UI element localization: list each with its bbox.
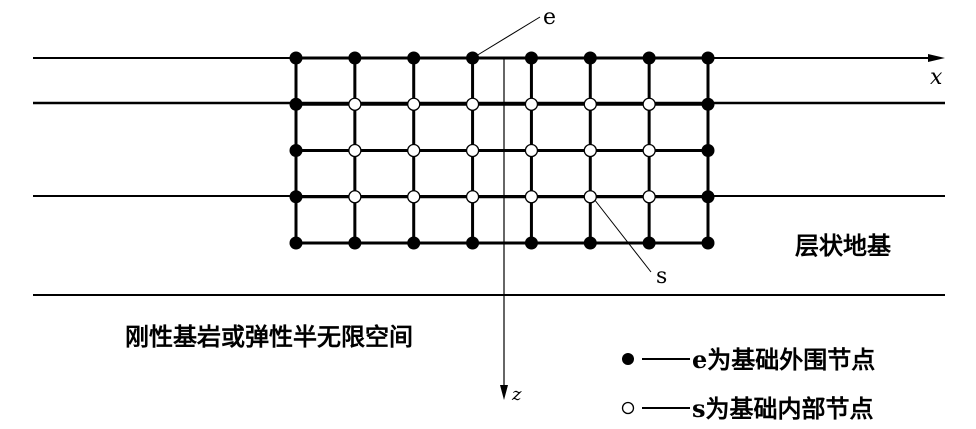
inner-node bbox=[348, 143, 362, 158]
edge-node bbox=[407, 236, 421, 250]
z-axis-arrow bbox=[500, 385, 508, 400]
legend-open-circle-icon bbox=[621, 401, 635, 415]
edge-node bbox=[466, 236, 480, 250]
e-leader-line bbox=[475, 16, 541, 57]
legend: e为基础外围节点 s为基础内部节点 bbox=[621, 345, 875, 423]
edge-node bbox=[583, 51, 597, 65]
inner-node-label: s bbox=[656, 264, 667, 289]
inner-node bbox=[524, 190, 539, 204]
inner-node bbox=[642, 97, 656, 111]
edge-node bbox=[701, 97, 715, 111]
edge-node bbox=[289, 236, 303, 250]
edge-node bbox=[642, 236, 656, 250]
edge-node bbox=[289, 97, 303, 111]
inner-node bbox=[407, 143, 421, 158]
inner-node bbox=[583, 143, 597, 158]
edge-node bbox=[348, 51, 362, 65]
inner-node bbox=[642, 143, 656, 158]
inner-node bbox=[642, 190, 656, 204]
inner-node bbox=[524, 143, 539, 158]
edge-node bbox=[524, 236, 538, 250]
edge-node bbox=[289, 51, 303, 65]
x-axis-arrow bbox=[928, 54, 945, 62]
legend-edge-text: e为基础外围节点 bbox=[692, 345, 875, 374]
edge-node bbox=[701, 236, 715, 250]
z-axis-label: z bbox=[511, 384, 522, 405]
legend-filled-circle-icon bbox=[622, 353, 634, 365]
inner-node bbox=[524, 97, 539, 111]
edge-node bbox=[701, 144, 715, 157]
edge-node bbox=[701, 51, 715, 65]
inner-node bbox=[348, 190, 362, 204]
inner-node bbox=[348, 97, 362, 111]
edge-node bbox=[466, 51, 480, 65]
x-axis-label: x bbox=[930, 65, 943, 90]
s-leader-line bbox=[593, 198, 652, 273]
layered-foundation-label: 层状地基 bbox=[795, 231, 892, 260]
inner-node bbox=[407, 97, 421, 111]
edge-node bbox=[583, 236, 597, 250]
edge-node bbox=[642, 51, 656, 65]
inner-node bbox=[407, 190, 421, 204]
edge-node bbox=[289, 144, 303, 157]
legend-inner-text: s为基础内部节点 bbox=[692, 394, 874, 423]
inner-node bbox=[583, 97, 597, 111]
inner-node bbox=[465, 143, 480, 158]
edge-node bbox=[701, 190, 715, 204]
inner-node bbox=[583, 190, 597, 204]
edge-node bbox=[407, 51, 421, 65]
edge-node bbox=[289, 190, 303, 204]
edge-node bbox=[348, 236, 362, 250]
inner-node bbox=[465, 190, 480, 204]
edge-node bbox=[524, 51, 538, 65]
edge-node-label: e bbox=[543, 5, 556, 30]
bedrock-label: 刚性基岩或弹性半无限空间 bbox=[125, 322, 413, 351]
inner-node bbox=[465, 97, 480, 111]
